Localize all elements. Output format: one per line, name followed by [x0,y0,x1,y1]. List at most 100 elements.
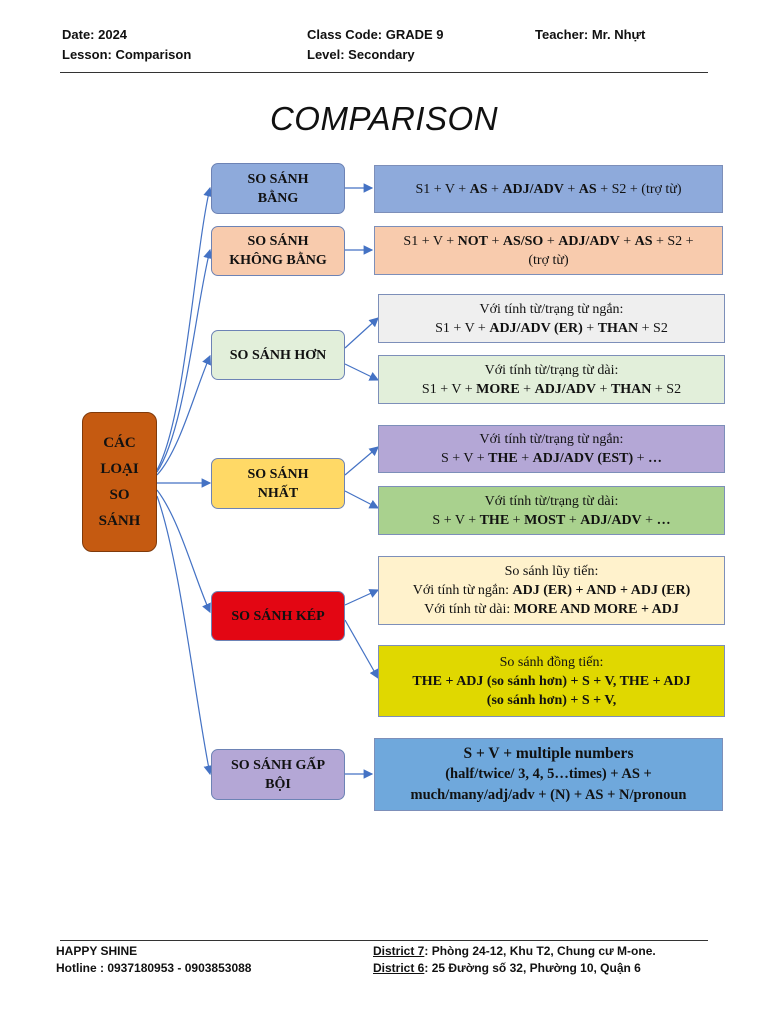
arrow-root-khong-bang [156,248,213,473]
category-bang-line-2: BẰNG [257,190,299,206]
rule-nd-b3: ADJ/ADV [580,512,642,528]
rule-nd-p1: S + V + [432,512,480,528]
rule-hon-dai: Với tính từ/trạng từ dài: S1 + V + MORE … [378,355,725,404]
rule-hn-b1: ADJ/ADV (ER) [489,320,583,336]
footer-divider [60,940,708,941]
rule-hd-p3: + [596,381,611,397]
header-class-code: Class Code: GRADE 9 [307,27,444,42]
rule-hon-ngan-formula: S1 + V + ADJ/ADV (ER) + THAN + S2 [435,319,668,338]
arrow-nhat-ngan [344,446,379,476]
rule-kb-p1: S1 + V + [403,233,458,249]
rule-luy-tien-line-3: Với tính từ dài: MORE AND MORE + ADJ [424,600,679,619]
footer-hotline: Hotline : 0937180953 - 0903853088 [56,961,252,975]
rule-hd-b3: THAN [610,381,652,397]
rule-nd-b4: … [656,512,671,528]
rule-hon-dai-formula: S1 + V + MORE + ADJ/ADV + THAN + S2 [422,380,681,399]
rule-kep-dong-tien: So sánh đồng tiến: THE + ADJ (so sánh hơ… [378,645,725,717]
rule-bang-b1: AS [469,181,488,197]
footer-brand: HAPPY SHINE [56,944,138,958]
rule-nhat-dai-label: Với tính từ/trạng từ dài: [484,493,619,509]
header-level: Level: Secondary [307,47,415,62]
rule-gap-boi-line-1: S + V + multiple numbers [463,745,634,762]
rule-gap-boi: S + V + multiple numbers (half/twice/ 3,… [374,738,723,811]
rule-kb-b3: ADJ/ADV [558,233,620,249]
rule-nhat-ngan-label: Với tính từ/trạng từ ngắn: [479,432,624,447]
arrow-nhat-dai [344,490,380,509]
arrow-root-gap-boi [156,495,214,776]
rule-hn-p1: S1 + V + [435,320,490,336]
rule-lt-l2a: Với tính từ ngắn: [412,583,513,598]
category-so-sanh-kep: SO SÁNH KÉP [211,591,345,641]
footer-district-6: District 6: 25 Đường số 32, Phường 10, Q… [373,960,641,977]
arrow-root-hon [156,354,212,476]
header-lesson: Lesson: Comparison [62,47,192,62]
category-so-sanh-gap-boi: SO SÁNH GẤP BỘI [211,749,345,800]
category-bang-line-1: SO SÁNH [247,171,309,187]
rule-kb-p5: + S2 + [652,233,694,249]
rule-bang-b2: ADJ/ADV [502,181,564,197]
rule-hd-p2: + [519,381,535,397]
rule-lt-l3a: Với tính từ dài: [424,602,514,617]
rule-nd-b1: THE [479,512,510,528]
footer-district-7: District 7: Phòng 24-12, Khu T2, Chung c… [373,943,656,960]
root-line-4: SÁNH [98,513,141,529]
rule-bang-b3: AS [578,181,597,197]
category-so-sanh-nhat: SO SÁNH NHẤT [211,458,345,509]
rule-khong-bang-line-2: (trợ từ) [528,252,569,268]
rule-kb-b1: NOT [457,233,488,249]
root-line-3: SO [109,487,130,503]
rule-nn-b3: … [648,451,663,466]
rule-bang-p4: + S2 + (trợ từ) [596,181,682,197]
rule-dong-tien-label: So sánh đồng tiến: [499,654,604,670]
rule-nn-p1: S + V + [440,451,489,466]
rule-hd-b1: MORE [476,381,520,397]
rule-hon-ngan: Với tính từ/trạng từ ngắn: S1 + V + ADJ/… [378,294,725,343]
footer-d6-label: District 6 [373,961,425,975]
rule-lt-l2b: ADJ (ER) + AND + ADJ (ER) [512,583,691,598]
arrow-hon-ngan [344,317,379,349]
rule-bang-p1: S1 + V + [415,181,470,197]
rule-bang-formula: S1 + V + AS + ADJ/ADV + AS + S2 + (trợ t… [415,180,681,199]
footer-d7-text: : Phòng 24-12, Khu T2, Chung cư M-one. [424,944,656,958]
category-nhat-line-2: NHẤT [257,485,299,501]
category-hon-line-1: SO SÁNH HƠN [229,347,327,363]
header-date: Date: 2024 [62,27,128,42]
category-so-sanh-khong-bang: SO SÁNH KHÔNG BẰNG [211,226,345,276]
rule-dong-tien-line-3: (so sánh hơn) + S + V, [486,692,617,708]
rule-kb-b4: AS [634,233,653,249]
rule-nhat-ngan-formula: S + V + THE + ADJ/ADV (EST) + … [441,449,662,468]
rule-nhat-ngan: Với tính từ/trạng từ ngắn: S + V + THE +… [378,425,725,473]
rule-bang-p3: + [563,181,579,197]
rule-nhat-dai: Với tính từ/trạng từ dài: S + V + THE + … [378,486,725,535]
rule-kb-p4: + [619,233,635,249]
rule-bang-p2: + [487,181,503,197]
rule-gap-boi-line-3: much/many/adj/adv + (N) + AS + N/pronoun [410,787,687,803]
arrow-kep-dongtien [344,619,379,680]
rule-nd-p4: + [641,512,657,528]
rule-nhat-dai-formula: S + V + THE + MOST + ADJ/ADV + … [432,511,670,530]
rule-nn-b1: THE [488,451,518,466]
rule-hon-ngan-label: Với tính từ/trạng từ ngắn: [479,301,624,317]
rule-so-sanh-khong-bang: S1 + V + NOT + AS/SO + ADJ/ADV + AS + S2… [374,226,723,275]
rule-luy-tien-line-2: Với tính từ ngắn: ADJ (ER) + AND + ADJ (… [413,581,691,600]
rule-kb-p2: + [487,233,503,249]
header-divider [60,72,708,73]
rule-kep-luy-tien: So sánh lũy tiến: Với tính từ ngắn: ADJ … [378,556,725,625]
rule-kb-p3: + [543,233,559,249]
rule-hn-p2: + [582,320,598,336]
footer-d6-text: : 25 Đường số 32, Phường 10, Quận 6 [424,961,641,975]
category-kep-line-1: SO SÁNH KÉP [231,608,325,624]
rule-nd-p2: + [509,512,525,528]
rule-so-sanh-bang: S1 + V + AS + ADJ/ADV + AS + S2 + (trợ t… [374,165,723,213]
rule-hon-dai-label: Với tính từ/trạng từ dài: [484,362,619,378]
arrow-root-kep [156,489,211,614]
category-so-sanh-hon: SO SÁNH HƠN [211,330,345,380]
header-teacher: Teacher: Mr. Nhựt [535,27,646,42]
footer-d7-label: District 7 [373,944,425,958]
page-title: COMPARISON [269,100,499,137]
rule-dong-tien-line-2: THE + ADJ (so sánh hơn) + S + V, THE + A… [412,673,691,689]
rule-nd-b2: MOST [524,512,566,528]
category-khong-bang-line-2: KHÔNG BẰNG [229,253,327,268]
arrow-root-bang [156,186,213,471]
